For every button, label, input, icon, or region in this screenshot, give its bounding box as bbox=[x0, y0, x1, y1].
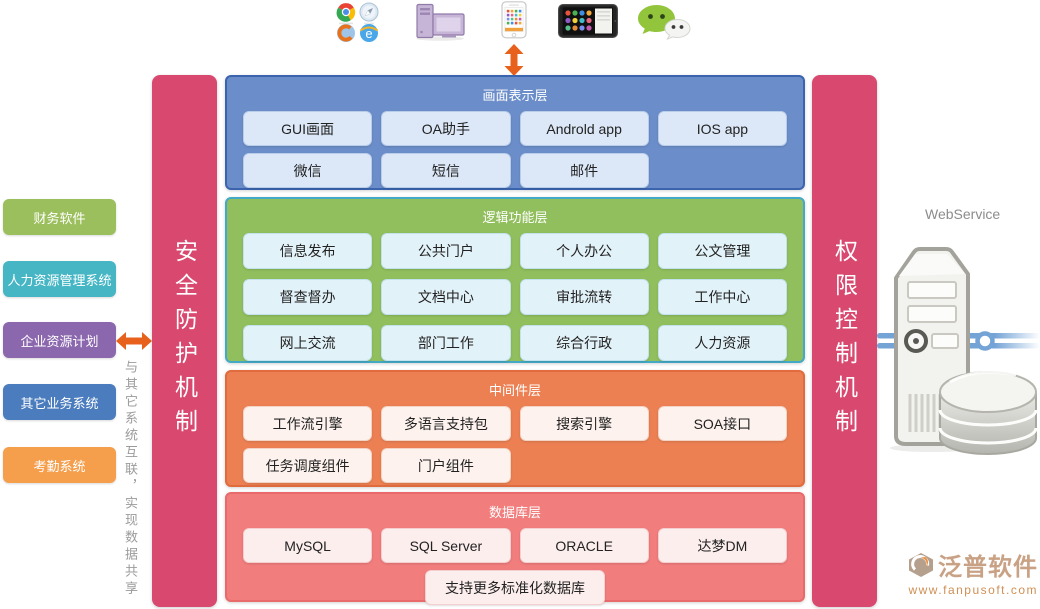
external-system-finance: 财务软件 bbox=[3, 199, 116, 235]
layer-item: 多语言支持包 bbox=[381, 406, 511, 441]
layer-item: Androld app bbox=[519, 111, 649, 146]
layer-item: 个人办公 bbox=[519, 233, 649, 269]
layer-item: MySQL bbox=[243, 528, 373, 563]
layer-item: 搜索引擎 bbox=[519, 406, 649, 441]
external-system-hr: 人力资源管理系统 bbox=[3, 261, 116, 297]
layer-item: IOS app bbox=[657, 111, 787, 146]
browser-grid-icon: e bbox=[336, 2, 382, 49]
desktop-computer-icon bbox=[410, 3, 466, 46]
layer-footer-row: 支持更多标准化数据库 bbox=[243, 570, 787, 605]
layer-item: 公共门户 bbox=[381, 233, 511, 269]
layer-item: 工作中心 bbox=[657, 279, 787, 315]
permission-bar: 权限控制机制 bbox=[812, 75, 877, 607]
layer-item: OA助手 bbox=[381, 111, 511, 146]
layer-item: 审批流转 bbox=[519, 279, 649, 315]
layer-item: 公文管理 bbox=[657, 233, 787, 269]
layer-title: 中间件层 bbox=[488, 383, 541, 398]
layer-item: 人力资源 bbox=[657, 325, 787, 361]
smartphone-icon bbox=[500, 1, 528, 44]
layer-item: 工作流引擎 bbox=[243, 406, 373, 441]
layer-title: 逻辑功能层 bbox=[482, 210, 548, 225]
layer-item: GUI画面 bbox=[243, 111, 373, 146]
layer-item: 微信 bbox=[243, 153, 373, 188]
layer-item: 邮件 bbox=[519, 153, 649, 188]
fanpu-logo-icon bbox=[909, 552, 933, 577]
security-bar: 安全防护机制 bbox=[152, 75, 217, 607]
logo-url-text: www.fanpusoft.com bbox=[908, 583, 1038, 597]
double-horizontal-arrow-icon bbox=[116, 330, 152, 357]
layer-item: SOA接口 bbox=[657, 406, 787, 441]
layer-item: 网上交流 bbox=[243, 325, 373, 361]
layer-item: 文档中心 bbox=[381, 279, 511, 315]
layer-item: ORACLE bbox=[519, 528, 649, 563]
layer-item: 支持更多标准化数据库 bbox=[425, 570, 605, 605]
external-system-other: 其它业务系统 bbox=[3, 384, 116, 420]
webservice-label: WebService bbox=[925, 206, 1001, 222]
layer-item: 任务调度组件 bbox=[243, 448, 373, 483]
layer-row: 信息发布公共门户个人办公公文管理 bbox=[243, 233, 787, 269]
layer-item: 综合行政 bbox=[519, 325, 649, 361]
layer-row: 督查督办文档中心审批流转工作中心 bbox=[243, 279, 787, 315]
layer-title: 数据库层 bbox=[488, 505, 541, 520]
external-system-erp: 企业资源计划 bbox=[3, 322, 116, 358]
fanpu-logo: 泛普软件 www.fanpusoft.com bbox=[888, 547, 1038, 597]
layer-row: 网上交流部门工作综合行政人力资源 bbox=[243, 325, 787, 361]
layer-item: 督查督办 bbox=[243, 279, 373, 315]
layer-item: 信息发布 bbox=[243, 233, 373, 269]
database-stack-icon bbox=[936, 362, 1040, 463]
layer-item: SQL Server bbox=[381, 528, 511, 563]
layer-item: 短信 bbox=[381, 153, 511, 188]
layer-row: 微信短信邮件 bbox=[243, 153, 787, 188]
double-vertical-arrow-icon bbox=[503, 44, 525, 81]
wechat-icon bbox=[634, 2, 694, 47]
interconnect-note: 与其它系统互联，实现数据共享 bbox=[123, 360, 138, 598]
layer-item: 部门工作 bbox=[381, 325, 511, 361]
external-system-attendance: 考勤系统 bbox=[3, 447, 116, 483]
svg-text:e: e bbox=[365, 26, 372, 41]
layer-logic: 逻辑功能层 信息发布公共门户个人办公公文管理督查督办文档中心审批流转工作中心网上… bbox=[225, 197, 805, 363]
layer-title: 画面表示层 bbox=[482, 88, 548, 103]
logo-brand-text: 泛普软件 bbox=[938, 554, 1038, 581]
layer-item: 门户组件 bbox=[381, 448, 511, 483]
layer-item: 达梦DM bbox=[657, 528, 787, 563]
layer-row: 任务调度组件门户组件 bbox=[243, 448, 787, 483]
tablet-icon bbox=[558, 4, 618, 43]
